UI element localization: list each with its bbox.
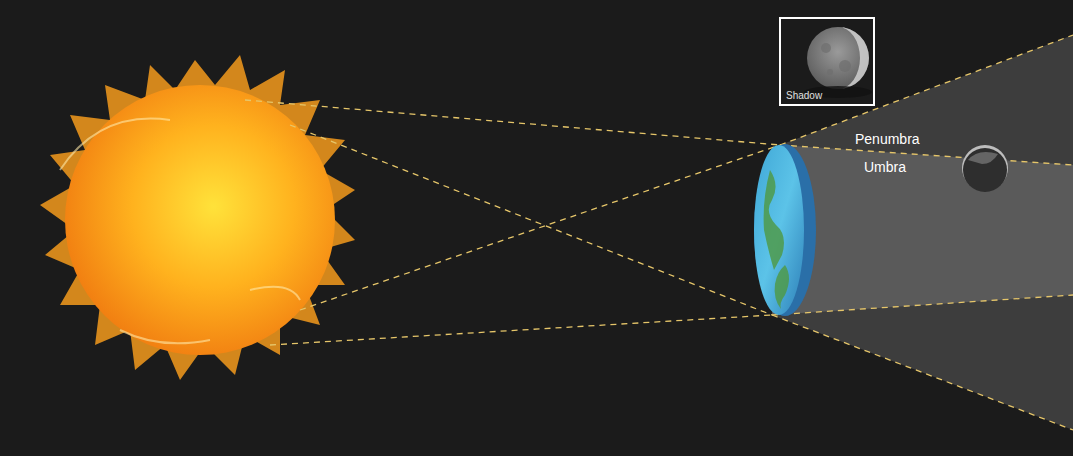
inset-box: Shadow: [779, 17, 875, 106]
inset-caption: Shadow: [786, 90, 822, 101]
region-label: Umbra: [864, 159, 906, 175]
region-label: Penumbra: [855, 131, 920, 147]
